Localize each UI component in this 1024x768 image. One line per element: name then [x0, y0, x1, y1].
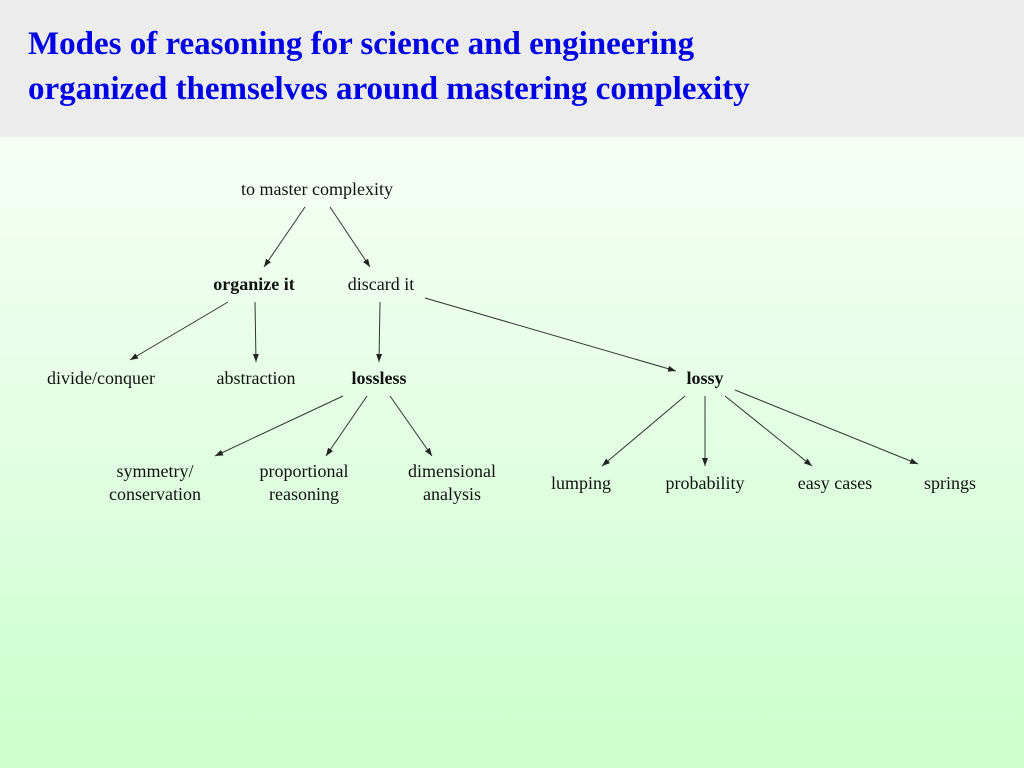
edge-lossy-lumping — [601, 395, 686, 467]
edge-discard-lossy — [424, 297, 677, 372]
node-text: proportional — [259, 461, 349, 481]
node-dimensional-analysis: dimensional analysis — [408, 460, 496, 506]
node-divide-conquer: divide/conquer — [47, 368, 155, 388]
title-line-2: organized themselves around mastering co… — [28, 71, 750, 107]
node-probability: probability — [665, 473, 745, 493]
node-text: symmetry/ — [116, 461, 194, 481]
node-text: analysis — [423, 484, 481, 504]
node-organize: organize it — [213, 274, 295, 294]
node-text: reasoning — [269, 484, 339, 504]
title-bar: Modes of reasoning for science and engin… — [0, 0, 1024, 137]
node-easy-cases: easy cases — [797, 473, 873, 493]
edge-lossless-symmetry — [214, 395, 344, 457]
edge-organize-divide — [129, 301, 229, 361]
node-discard: discard it — [347, 274, 415, 294]
slide-title: Modes of reasoning for science and engin… — [28, 22, 750, 112]
node-symmetry-conservation: symmetry/ conservation — [109, 460, 201, 506]
edge-organize-abstraction — [252, 301, 259, 363]
edge-root-organize — [263, 206, 306, 268]
edge-lossy-easy — [724, 395, 813, 467]
edge-root-discard — [329, 206, 371, 268]
node-lossless: lossless — [351, 368, 407, 388]
edge-discard-lossless — [376, 301, 383, 363]
node-lumping: lumping — [550, 473, 612, 493]
node-text: dimensional — [408, 461, 496, 481]
node-proportional-reasoning: proportional reasoning — [260, 460, 349, 506]
node-lossy: lossy — [686, 368, 724, 388]
edge-lossless-proportional — [325, 395, 368, 457]
node-abstraction: abstraction — [216, 368, 296, 388]
node-springs: springs — [923, 473, 977, 493]
title-line-1: Modes of reasoning for science and engin… — [28, 26, 695, 62]
node-root: to master complexity — [241, 179, 393, 199]
edge-lossless-dimensional — [389, 395, 433, 457]
node-text: conservation — [109, 484, 201, 504]
edge-lossy-springs — [734, 389, 919, 465]
